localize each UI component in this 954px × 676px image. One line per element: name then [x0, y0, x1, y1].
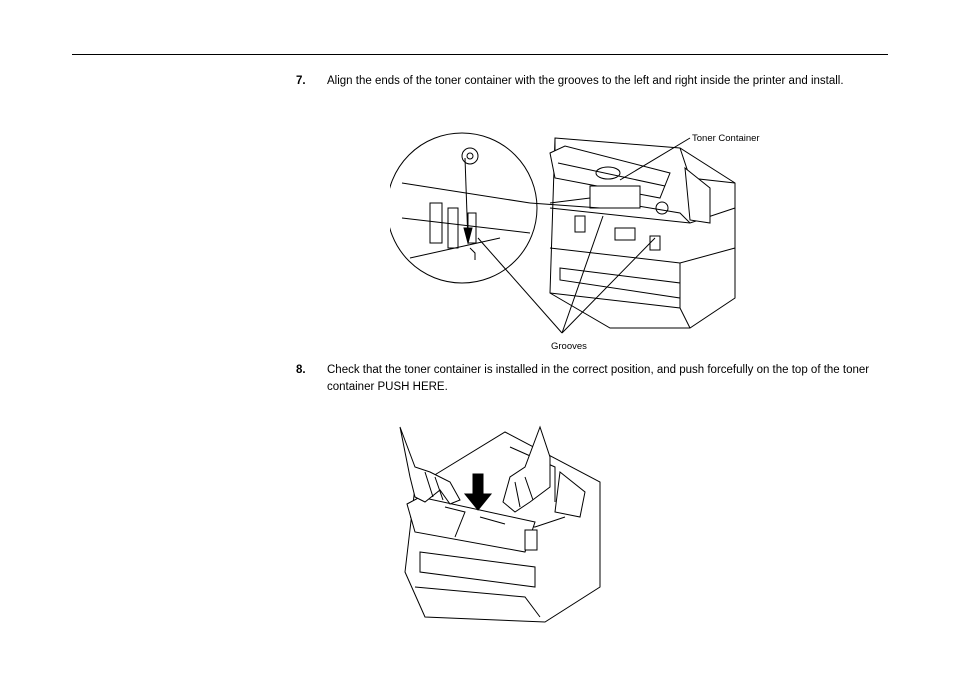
header-rule: [72, 54, 888, 55]
toner-install-illustration: [390, 132, 736, 334]
left-hand: [399, 426, 461, 505]
push-arrow-icon: [463, 473, 493, 511]
toner-container: [549, 145, 671, 215]
step-7-number: 7.: [296, 75, 306, 87]
step-7-text: Align the ends of the toner container wi…: [327, 75, 844, 87]
callout-lines: [477, 137, 691, 334]
inset-detail: [390, 132, 601, 284]
label-grooves: Grooves: [551, 341, 587, 352]
label-toner-container: Toner Container: [692, 133, 760, 144]
right-hand: [502, 425, 551, 513]
step-8-text: Check that the toner container is instal…: [327, 364, 870, 393]
toner-container-2: [406, 496, 538, 553]
push-toner-illustration: [399, 425, 601, 623]
step-8-number: 8.: [296, 364, 306, 376]
